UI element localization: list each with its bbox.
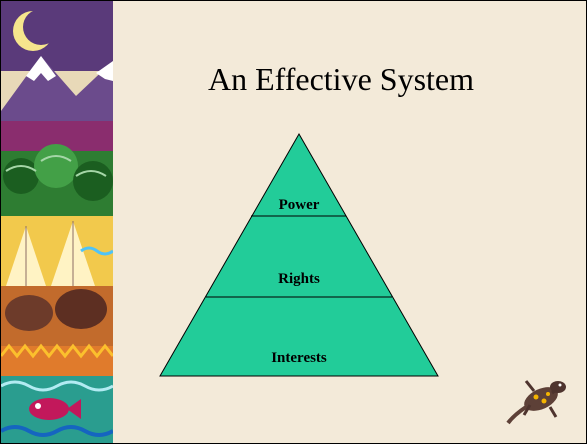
landscape-strip-illustration bbox=[1, 1, 113, 443]
lizard-icon bbox=[506, 380, 566, 425]
slide-title: An Effective System bbox=[207, 61, 474, 97]
tier-label-rights: Rights bbox=[278, 271, 320, 287]
tier-label-power: Power bbox=[278, 197, 320, 213]
pyramid-shape bbox=[159, 132, 439, 377]
bison-icon bbox=[5, 295, 53, 331]
tier-label-interests: Interests bbox=[271, 350, 327, 366]
